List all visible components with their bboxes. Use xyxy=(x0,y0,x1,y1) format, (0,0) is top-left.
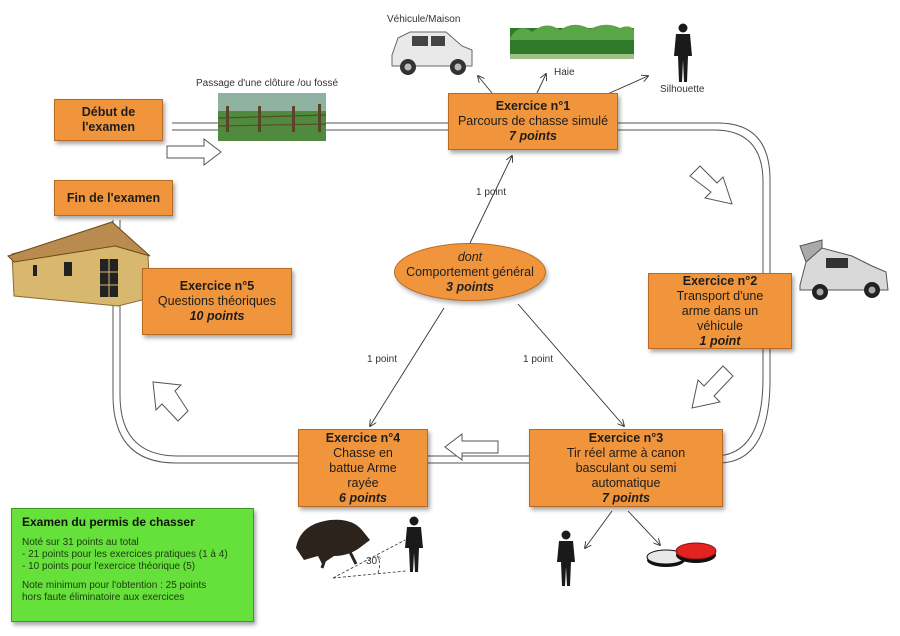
exercise-1-desc: Parcours de chasse simulé xyxy=(457,114,609,128)
behaviour-dont: dont xyxy=(457,249,483,264)
hedge-label: Haie xyxy=(554,67,575,78)
track xyxy=(112,122,771,464)
vehicle-label: Véhicule/Maison xyxy=(387,14,461,25)
exercise-3-box: Exercice n°3 Tir réel arme à canon bascu… xyxy=(529,429,723,507)
exercise-2-box: Exercice n°2 Transport d'une arme dans u… xyxy=(648,273,792,349)
one-point-label-ex4: 1 point xyxy=(367,354,398,365)
fence-label: Passage d'une clôture /ou fossé xyxy=(196,78,339,89)
flow-arrow-start xyxy=(166,137,222,167)
one-point-label-ex3: 1 point xyxy=(523,354,554,365)
silhouette-figure-battue xyxy=(405,516,423,572)
connector-ex3 xyxy=(517,303,624,426)
exercise-3-desc: Tir réel arme à canon basculant ou semi … xyxy=(566,445,686,490)
silhouette-label: Silhouette xyxy=(660,84,705,95)
fence-image xyxy=(217,93,327,141)
exercise-5-title: Exercice n°5 xyxy=(179,279,255,293)
exercise-2-title: Exercice n°2 xyxy=(682,273,758,288)
silhouette-figure-top xyxy=(674,23,692,82)
exercise-3-title: Exercice n°3 xyxy=(588,430,664,445)
hedge-image xyxy=(510,24,634,59)
end-box: Fin de l'examen xyxy=(54,180,173,216)
silhouette-figure-target xyxy=(557,530,575,586)
house-image xyxy=(7,221,151,307)
summary-box: Examen du permis de chasser Noté sur 31 … xyxy=(11,508,254,622)
exercise-4-box: Exercice n°4 Chasse en battue Arme rayée… xyxy=(298,429,428,507)
connector-ex1 xyxy=(469,156,512,244)
connector-target-silhouette xyxy=(585,510,613,548)
exercise-4-points: 6 points xyxy=(339,490,387,505)
end-box-title: Fin de l'examen xyxy=(66,190,161,205)
exercise-1-title: Exercice n°1 xyxy=(495,99,571,113)
exercise-1-box: Exercice n°1 Parcours de chasse simulé 7… xyxy=(448,93,618,150)
connector-hedge xyxy=(536,74,546,94)
behaviour-label: Comportement général xyxy=(406,264,534,279)
exercise-3-points: 7 points xyxy=(602,490,650,505)
connector-silhouette xyxy=(602,76,648,97)
summary-title: Examen du permis de chasser xyxy=(22,515,195,529)
exercise-2-points: 1 point xyxy=(699,333,741,348)
vehicle-image xyxy=(391,31,473,75)
exercise-5-box: Exercice n°5 Questions théoriques 10 poi… xyxy=(142,268,292,335)
summary-line-faults: hors faute éliminatoire aux exercices xyxy=(22,592,185,603)
connector-vehicle xyxy=(478,76,493,94)
start-box: Début de l'examen xyxy=(54,99,163,141)
angle-lines xyxy=(332,539,407,579)
exercise-5-desc: Questions théoriques xyxy=(157,294,277,308)
behaviour-points: 3 points xyxy=(446,279,494,294)
exercise-4-title: Exercice n°4 xyxy=(325,430,401,445)
start-box-title: Début de l'examen xyxy=(81,105,136,134)
exercise-4-desc: Chasse en battue Arme rayée xyxy=(329,445,397,490)
one-point-label-ex1: 1 point xyxy=(476,187,507,198)
flow-arrows xyxy=(152,137,734,462)
flow-arrow-ex1-ex2 xyxy=(689,165,733,205)
summary-line-minimum: Note minimum pour l'obtention : 25 point… xyxy=(22,580,207,591)
behaviour-oval: dont Comportement général 3 points xyxy=(394,243,546,301)
connector-clay xyxy=(627,510,660,545)
summary-line-theory: - 10 points pour l'exercice théorique (5… xyxy=(22,561,196,572)
flow-arrow-ex4-ex5 xyxy=(152,381,189,422)
flow-arrow-ex3-ex4 xyxy=(444,432,499,462)
car-image xyxy=(799,239,889,300)
boar-image xyxy=(296,519,370,569)
connector-ex4 xyxy=(370,307,445,426)
exercise-1-points: 7 points xyxy=(509,129,557,143)
exercise-2-desc: Transport d'une arme dans un véhicule xyxy=(676,288,764,333)
clay-target-image xyxy=(646,542,717,567)
summary-line-practical: - 21 points pour les exercices pratiques… xyxy=(22,549,228,560)
angle-label: 30° xyxy=(366,556,382,567)
summary-line-total: Noté sur 31 points au total xyxy=(22,537,139,548)
exercise-5-points: 10 points xyxy=(189,309,245,323)
flow-arrow-ex2-ex3 xyxy=(691,365,734,409)
